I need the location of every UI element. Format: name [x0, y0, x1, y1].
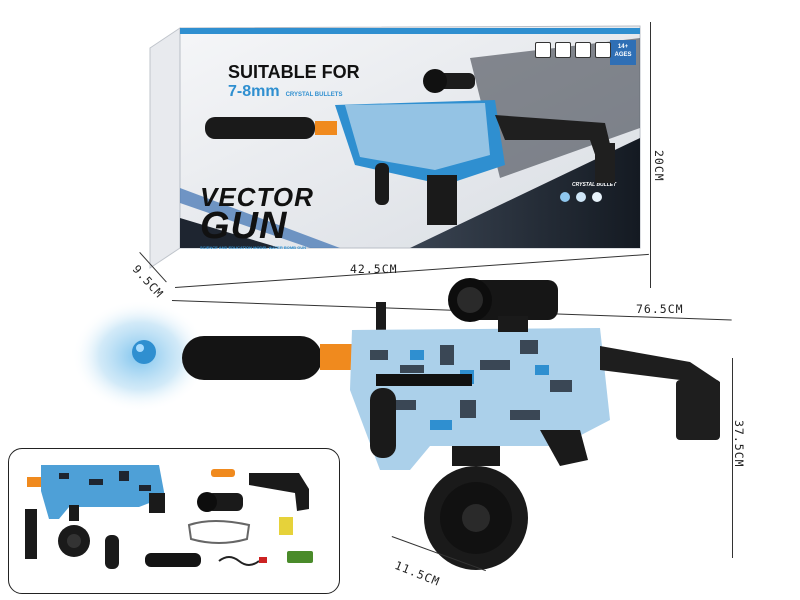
feature-icon	[555, 42, 571, 58]
crystal-icon	[560, 192, 570, 202]
age-badge: 14+ AGES	[610, 40, 636, 65]
title-subtitle: SCIENCE AND EDUCATION MODEL WATER BOMB G…	[200, 244, 307, 250]
box-gun-image	[195, 45, 655, 245]
title-gun: GUN	[200, 205, 288, 248]
accessories-panel	[8, 448, 340, 594]
headline-size: 7-8mm	[228, 83, 280, 100]
box-title: VECTOR GUN SCIENCE AND EDUCATION MODEL W…	[200, 182, 314, 250]
crystal-icon	[576, 192, 586, 202]
box-headline: SUITABLE FOR 7-8mm CRYSTAL BULLETS	[228, 62, 360, 101]
dim-box-length: 42.5CM	[350, 262, 398, 276]
feature-icon	[575, 42, 591, 58]
product-box	[140, 18, 650, 288]
crystal-icon	[592, 192, 602, 202]
water-splash	[62, 290, 212, 420]
title-vector: VECTOR	[200, 182, 314, 212]
dim-gun-height: 37.5CM	[732, 420, 746, 468]
crystal-bullet-label: CRYSTAL BULLET	[572, 182, 617, 188]
headline-crystal: CRYSTAL BULLETS	[285, 92, 343, 98]
feature-icons	[535, 42, 611, 58]
headline-suitable: SUITABLE FOR	[228, 62, 360, 82]
dim-gun-length: 76.5CM	[636, 302, 684, 316]
feature-icon	[535, 42, 551, 58]
dim-box-height: 20CM	[652, 150, 666, 182]
dim-gun-height-line	[732, 358, 733, 558]
feature-icon	[595, 42, 611, 58]
main-gun-image	[180, 270, 740, 590]
crystal-icons	[560, 192, 602, 202]
dim-box-height-line	[650, 22, 651, 288]
